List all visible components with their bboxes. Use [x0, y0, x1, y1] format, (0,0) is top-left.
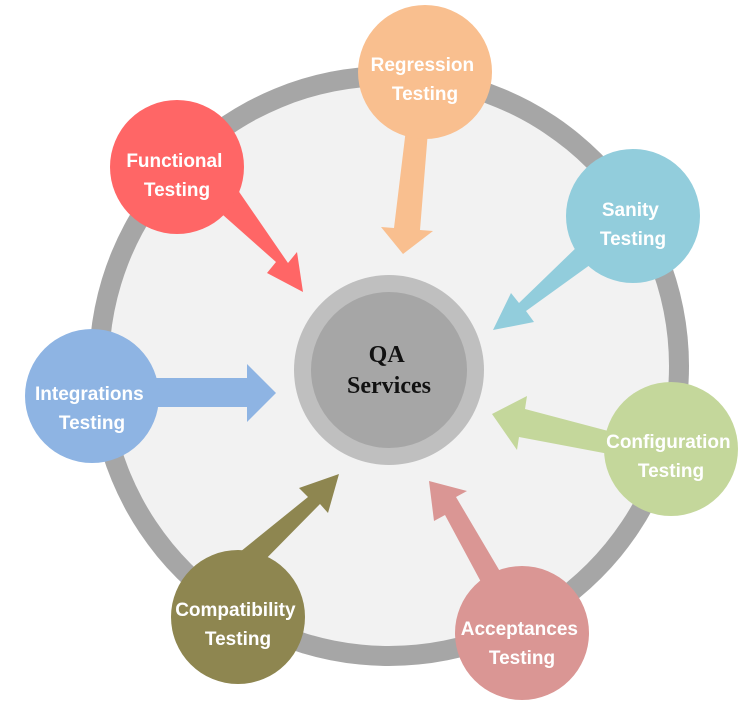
node-label-functional: Functional Testing [126, 151, 227, 201]
node-configuration: Configuration Testing [492, 382, 738, 516]
node-functional: Functional Testing [110, 100, 303, 292]
arrow-sanity [493, 244, 594, 330]
node-label-regression-line2: Testing [392, 84, 458, 105]
arrow-compatibility [235, 474, 339, 570]
node-circle-functional [110, 100, 244, 234]
node-circle-sanity [566, 149, 700, 283]
node-label-sanity-line1: Sanity [602, 200, 659, 221]
node-circle-configuration [604, 382, 738, 516]
node-label-functional-line2: Testing [144, 180, 210, 201]
node-label-functional-line1: Functional [126, 151, 222, 172]
arrow-functional [214, 183, 303, 292]
center-hub-inner [311, 292, 467, 448]
node-label-compatibility-line1: Compatibility [175, 600, 296, 621]
node-label-acceptances-line2: Testing [489, 648, 555, 669]
center-title-line1: QA [369, 342, 406, 368]
node-label-configuration: Configuration Testing [606, 432, 736, 482]
node-circle-integrations [25, 329, 159, 463]
node-label-configuration-line2: Testing [638, 461, 704, 482]
node-label-compatibility-line2: Testing [205, 629, 271, 650]
node-circle-compatibility [171, 550, 305, 684]
node-label-configuration-line1: Configuration [606, 432, 731, 453]
node-regression: Regression Testing [358, 5, 492, 254]
node-label-integrations-line1: Integrations [35, 384, 144, 405]
node-label-integrations: Integrations Testing [35, 384, 149, 434]
center-title: QA Services [347, 342, 431, 399]
arrow-acceptances [429, 481, 508, 595]
node-label-acceptances-line1: Acceptances [461, 619, 578, 640]
node-compatibility: Compatibility Testing [171, 474, 339, 684]
node-label-acceptances: Acceptances Testing [461, 619, 584, 669]
arrow-regression [381, 129, 433, 254]
node-acceptances: Acceptances Testing [429, 481, 589, 700]
node-circle-acceptances [455, 566, 589, 700]
node-sanity: Sanity Testing [493, 149, 700, 330]
node-label-regression-line1: Regression [371, 55, 474, 76]
node-circle-regression [358, 5, 492, 139]
node-integrations: Integrations Testing [25, 329, 276, 463]
node-label-sanity: Sanity Testing [600, 200, 666, 250]
center-title-line2: Services [347, 373, 431, 399]
arrow-configuration [492, 396, 612, 454]
node-label-regression: Regression Testing [371, 55, 480, 105]
arrow-integrations [150, 364, 276, 422]
node-label-sanity-line2: Testing [600, 229, 666, 250]
node-label-compatibility: Compatibility Testing [175, 600, 301, 650]
node-label-integrations-line2: Testing [59, 413, 125, 434]
